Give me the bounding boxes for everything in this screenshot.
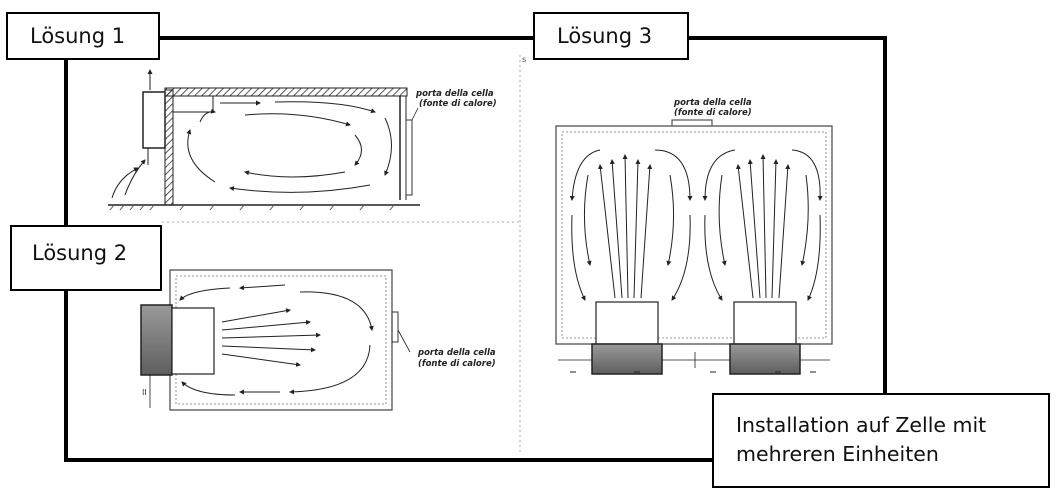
door-note-1-line1: porta della cella [415,89,494,99]
solution-2-label: Lösung 2 [10,225,162,291]
svg-text:s: s [522,55,526,64]
svg-text:II: II [142,388,147,397]
door-note-2-line1: porta della cella [417,348,496,358]
door-note-3-line1: porta della cella [673,98,752,108]
solution3-diagram: porta della cella (fonte di calore) [555,98,833,375]
caption-box: Installation auf Zelle mit mehreren Einh… [712,393,1050,488]
door-note-3-line2: (fonte di calore) [674,108,752,118]
caption-line-2: mehreren Einheiten [736,442,939,466]
solution-3-label: Lösung 3 [533,12,689,60]
caption-line-1: Installation auf Zelle mit [736,413,987,437]
quadrant-dividers: s [162,55,526,455]
door-note-1-line2: (fonte di calore) [419,99,497,109]
solution2-diagram: II porta della cella (fonte di calore) [140,269,496,411]
door-note-2-line2: (fonte di calore) [418,359,496,369]
solution1-diagram: porta della cella (fonte di calore) [108,69,497,211]
solution-1-label: Lösung 1 [6,12,160,60]
outer-frame [64,36,887,462]
